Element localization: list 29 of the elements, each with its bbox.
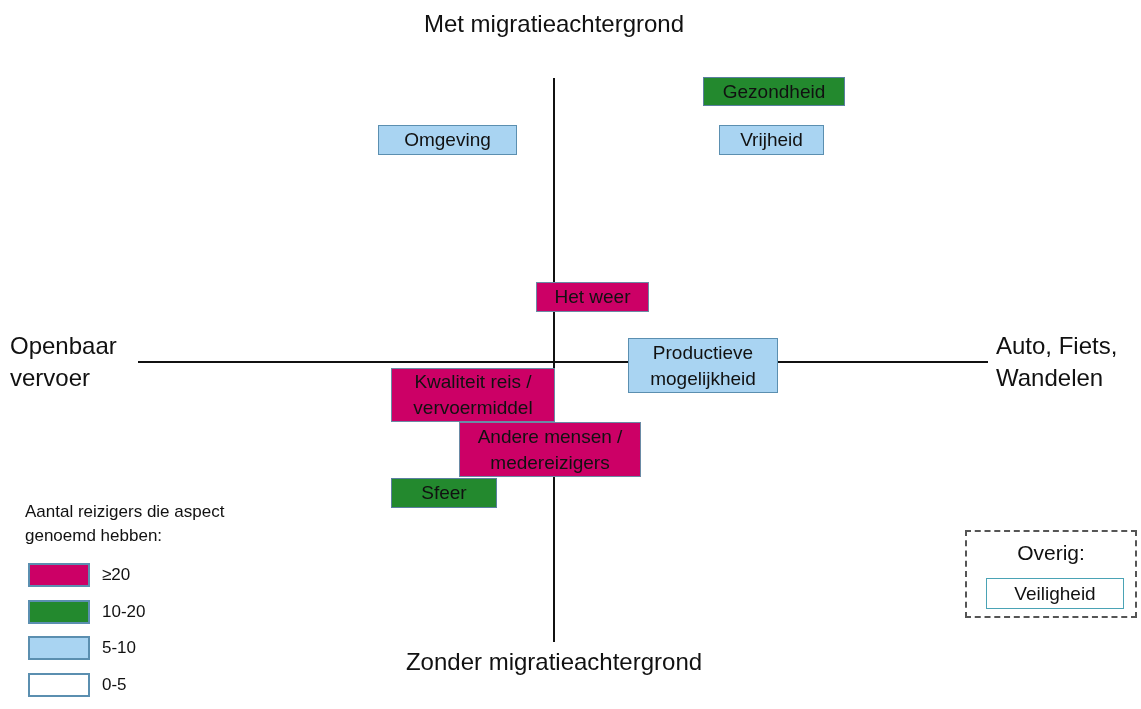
category-box — [391, 368, 555, 422]
category-label: Sfeer — [421, 481, 467, 505]
group-heading: Overig: — [1017, 540, 1085, 566]
category-label: Kwaliteit reis / vervoermiddel — [412, 370, 534, 420]
category-box — [986, 578, 1124, 609]
category-box — [459, 422, 641, 477]
category-label: Vrijheid — [740, 128, 803, 152]
category-label: Productieve mogelijkheid — [649, 340, 757, 391]
category-box — [628, 338, 778, 393]
category-label: Het weer — [554, 285, 631, 309]
axis-label: Zonder migratieachtergrond — [404, 647, 704, 677]
dashed-group-box — [965, 530, 1137, 618]
category-label: Gezondheid — [722, 79, 826, 104]
category-box — [719, 125, 824, 155]
axis-label: Auto, Fiets, Wandelen — [996, 331, 1119, 393]
legend-label: 0-5 — [102, 673, 127, 696]
category-label: Veiligheid — [1014, 581, 1096, 606]
legend-label: ≥20 — [102, 564, 131, 586]
axis-label: Met migratieachtergrond — [422, 9, 686, 39]
category-box — [536, 282, 649, 312]
category-label: Omgeving — [404, 128, 491, 152]
category-label: Andere mensen / medereizigers — [476, 424, 624, 475]
legend-title: Aantal reizigers die aspect genoemd hebben: — [25, 501, 226, 547]
category-box — [378, 125, 517, 155]
category-box — [391, 478, 497, 508]
category-box — [703, 77, 845, 106]
axis-label: Openbaar vervoer — [10, 331, 118, 393]
legend-label: 5-10 — [102, 637, 137, 659]
legend-label: 10-20 — [102, 600, 146, 623]
